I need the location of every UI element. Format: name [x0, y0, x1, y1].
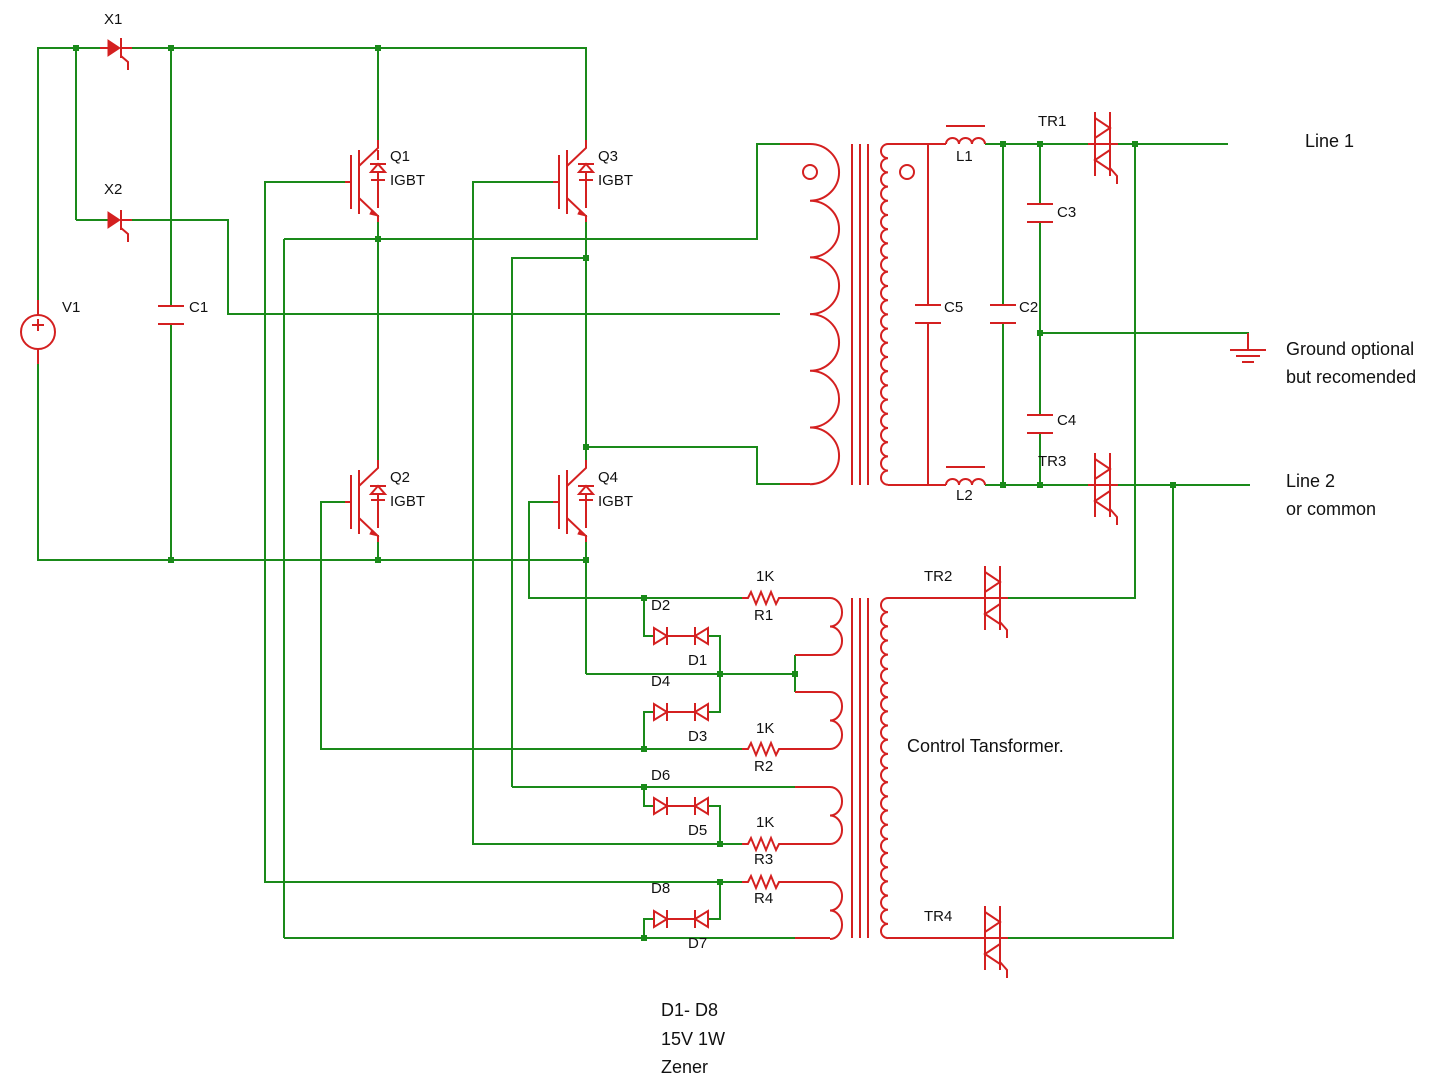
scr-x2: [107, 210, 132, 242]
label-c5: C5: [944, 299, 963, 316]
capacitor-c4: [1027, 414, 1053, 434]
capacitor-c1: [158, 305, 184, 325]
label-q1-type: IGBT: [390, 172, 425, 189]
label-d4: D4: [651, 673, 670, 690]
label-r1: R1: [754, 607, 773, 624]
note-control-transformer: Control Tansformer.: [907, 736, 1064, 756]
note-diodes-2: 15V 1W: [661, 1029, 725, 1049]
label-d5: D5: [688, 822, 707, 839]
label-q3-type: IGBT: [598, 172, 633, 189]
label-l2: L2: [956, 487, 973, 504]
igbt-q1: [345, 140, 388, 222]
capacitor-c2: [990, 304, 1016, 324]
scr-x1: [100, 38, 132, 70]
label-q2: Q2: [390, 469, 410, 486]
label-x2: X2: [104, 181, 122, 198]
triac-tr3: [1088, 453, 1118, 525]
igbt-q4: [553, 460, 596, 542]
label-tr2: TR2: [924, 568, 952, 585]
label-r2-value: 1K: [756, 720, 774, 737]
label-c1: C1: [189, 299, 208, 316]
triac-tr4: [888, 906, 1008, 978]
zener-d8-d7: [653, 909, 709, 929]
annotations: Line 1 Ground optional but recomended Li…: [661, 131, 1416, 1077]
main-transformer: [780, 143, 946, 486]
label-d7: D7: [688, 935, 707, 952]
note-ground-1: Ground optional: [1286, 339, 1414, 359]
label-q2-type: IGBT: [390, 493, 425, 510]
note-line1: Line 1: [1305, 131, 1354, 151]
wires: [37, 47, 1250, 939]
label-tr4: TR4: [924, 908, 952, 925]
label-q4-type: IGBT: [598, 493, 633, 510]
note-diodes-1: D1- D8: [661, 1000, 718, 1020]
ground-symbol: [1230, 333, 1266, 363]
resistor-r2: [742, 740, 795, 758]
note-ground-2: but recomended: [1286, 367, 1416, 387]
resistor-r3: [742, 835, 795, 853]
zener-d2-d1: [653, 626, 709, 646]
label-l1: L1: [956, 148, 973, 165]
label-tr3: TR3: [1038, 453, 1066, 470]
label-q4: Q4: [598, 469, 618, 486]
zener-d6-d5: [653, 796, 709, 816]
zener-d4-d3: [653, 702, 709, 722]
label-c2: C2: [1019, 299, 1038, 316]
label-v1: V1: [62, 299, 80, 316]
inductor-l2: [945, 466, 986, 486]
label-r3-value: 1K: [756, 814, 774, 831]
capacitor-c3: [1027, 203, 1053, 223]
label-x1: X1: [104, 11, 122, 28]
label-d6: D6: [651, 767, 670, 784]
igbt-q3: [553, 140, 596, 222]
note-line2-1: Line 2: [1286, 471, 1335, 491]
igbt-q2: [345, 460, 388, 542]
label-tr1: TR1: [1038, 113, 1066, 130]
note-line2-2: or common: [1286, 499, 1376, 519]
component-labels: X1 X2 V1 C1 Q1 IGBT Q3 IGBT Q2 IGBT Q4 I…: [62, 11, 1076, 952]
label-q3: Q3: [598, 148, 618, 165]
label-r4: R4: [754, 890, 773, 907]
label-r1-value: 1K: [756, 568, 774, 585]
label-d2: D2: [651, 597, 670, 614]
triac-tr2: [888, 566, 1008, 638]
label-d1: D1: [688, 652, 707, 669]
triac-tr1: [1088, 112, 1118, 184]
resistor-r4: [742, 873, 795, 891]
inductor-l1: [945, 125, 986, 145]
voltage-source-v1: [20, 300, 56, 364]
label-d8: D8: [651, 880, 670, 897]
capacitor-c5: [915, 144, 941, 485]
label-c3: C3: [1057, 204, 1076, 221]
label-d3: D3: [688, 728, 707, 745]
label-r2: R2: [754, 758, 773, 775]
control-transformer: [795, 597, 889, 940]
label-q1: Q1: [390, 148, 410, 165]
label-c4: C4: [1057, 412, 1076, 429]
resistor-r1: [742, 589, 795, 607]
junction-nodes: [73, 45, 1176, 941]
label-r3: R3: [754, 851, 773, 868]
note-diodes-3: Zener: [661, 1057, 708, 1077]
